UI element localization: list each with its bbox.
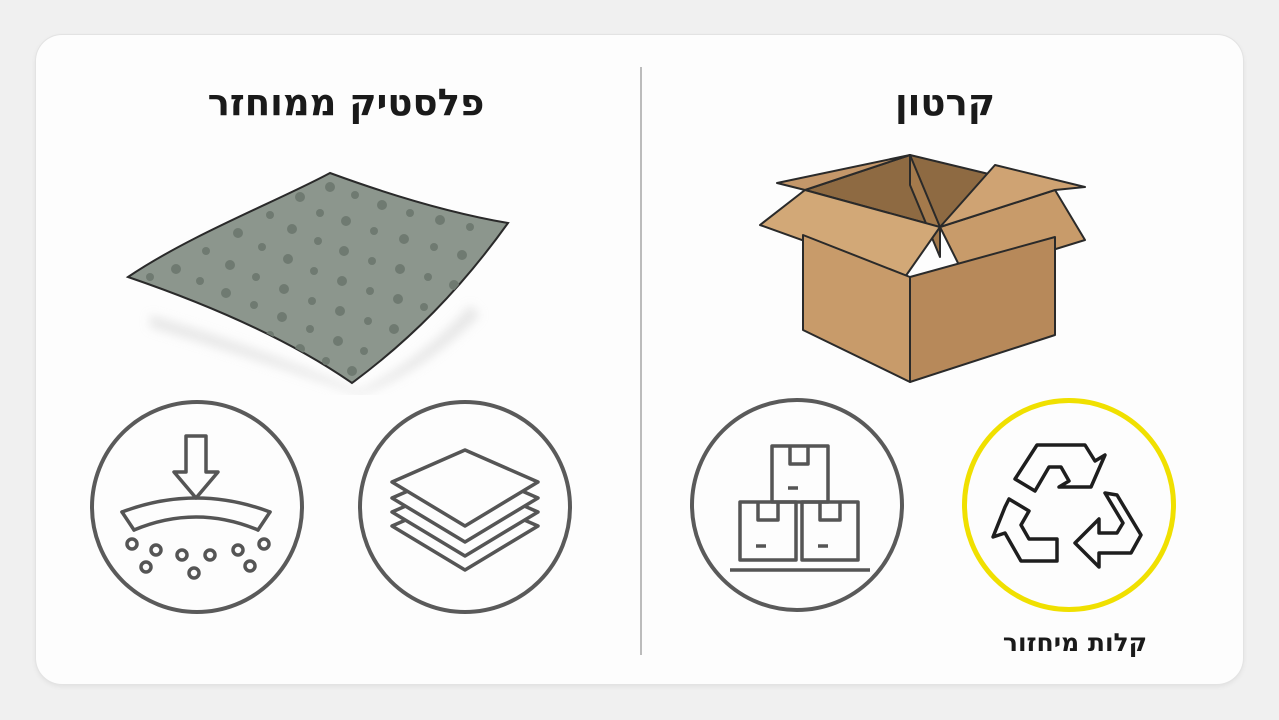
recycle-circle — [962, 398, 1176, 612]
center-divider — [640, 67, 642, 655]
plastic-title: פלסטיק ממוחזר — [207, 81, 485, 124]
recycled-plastic-sheet-icon — [125, 171, 510, 395]
cardboard-box-icon — [759, 154, 1086, 383]
pressure-circle — [90, 400, 304, 614]
recycle-caption: קלות מיחזור — [1002, 628, 1148, 657]
recycle-arrows-icon — [991, 443, 1143, 569]
layered-sheets-icon — [390, 448, 540, 572]
stacked-boxes-icon — [730, 444, 870, 572]
stacked-boxes-circle — [690, 398, 904, 612]
layers-circle — [358, 400, 572, 614]
compression-pressure-icon — [120, 434, 272, 580]
cardboard-title: קרטון — [894, 81, 996, 124]
